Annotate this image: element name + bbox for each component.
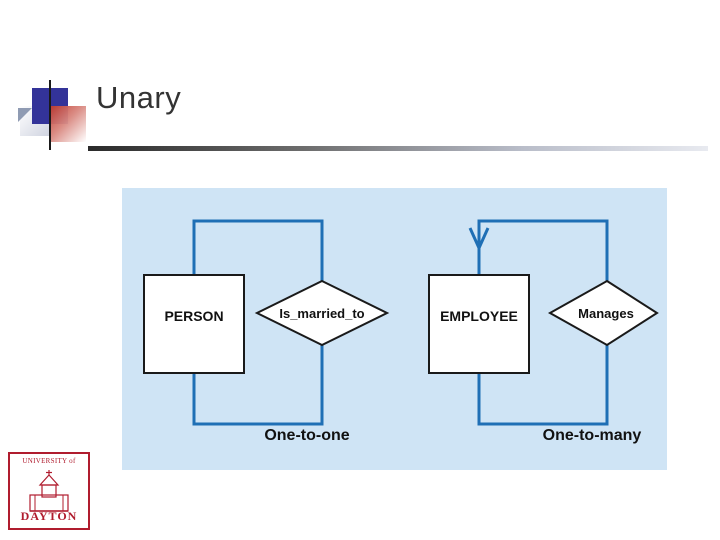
connector-top-left	[192, 219, 324, 281]
decoration-red-square	[50, 106, 86, 142]
logo-bottom-text: DAYTON	[20, 509, 78, 523]
logo-chapel-icon	[29, 470, 69, 512]
university-logo: UNIVERSITY of DAYTON	[8, 452, 90, 530]
relationship-label-is-married-to: Is_married_to	[279, 306, 364, 321]
logo-top-text: UNIVERSITY of	[22, 457, 76, 465]
unary-one-to-one-group: PERSON Is_married_to One-to-one	[143, 219, 390, 444]
decoration-triangle	[18, 108, 32, 122]
relationship-diamond-manages	[547, 279, 659, 347]
er-diagram-svg: PERSON Is_married_to One-to-one EMPLOYEE…	[143, 219, 659, 444]
relationship-label-manages: Manages	[578, 306, 634, 321]
connector-bottom-left	[192, 345, 324, 426]
caption-one-to-many: One-to-many	[543, 427, 642, 444]
unary-one-to-many-group: EMPLOYEE Manages One-to-many	[428, 219, 659, 444]
entity-label-employee: EMPLOYEE	[440, 308, 518, 324]
connector-bottom-right	[477, 345, 609, 426]
page-title: Unary	[96, 80, 182, 115]
crows-foot-icon	[468, 227, 490, 249]
er-diagram-picture: PERSON Is_married_to One-to-one EMPLOYEE…	[122, 188, 667, 470]
relationship-diamond-is-married-to	[254, 279, 390, 347]
decoration-vertical-line	[49, 80, 51, 150]
entity-box-person	[143, 274, 245, 374]
entity-label-person: PERSON	[164, 308, 223, 324]
entity-box-employee	[428, 274, 530, 374]
title-underline-rule	[88, 146, 708, 151]
connector-top-right	[477, 219, 609, 281]
caption-one-to-one: One-to-one	[264, 427, 349, 444]
title-decoration	[0, 60, 720, 160]
